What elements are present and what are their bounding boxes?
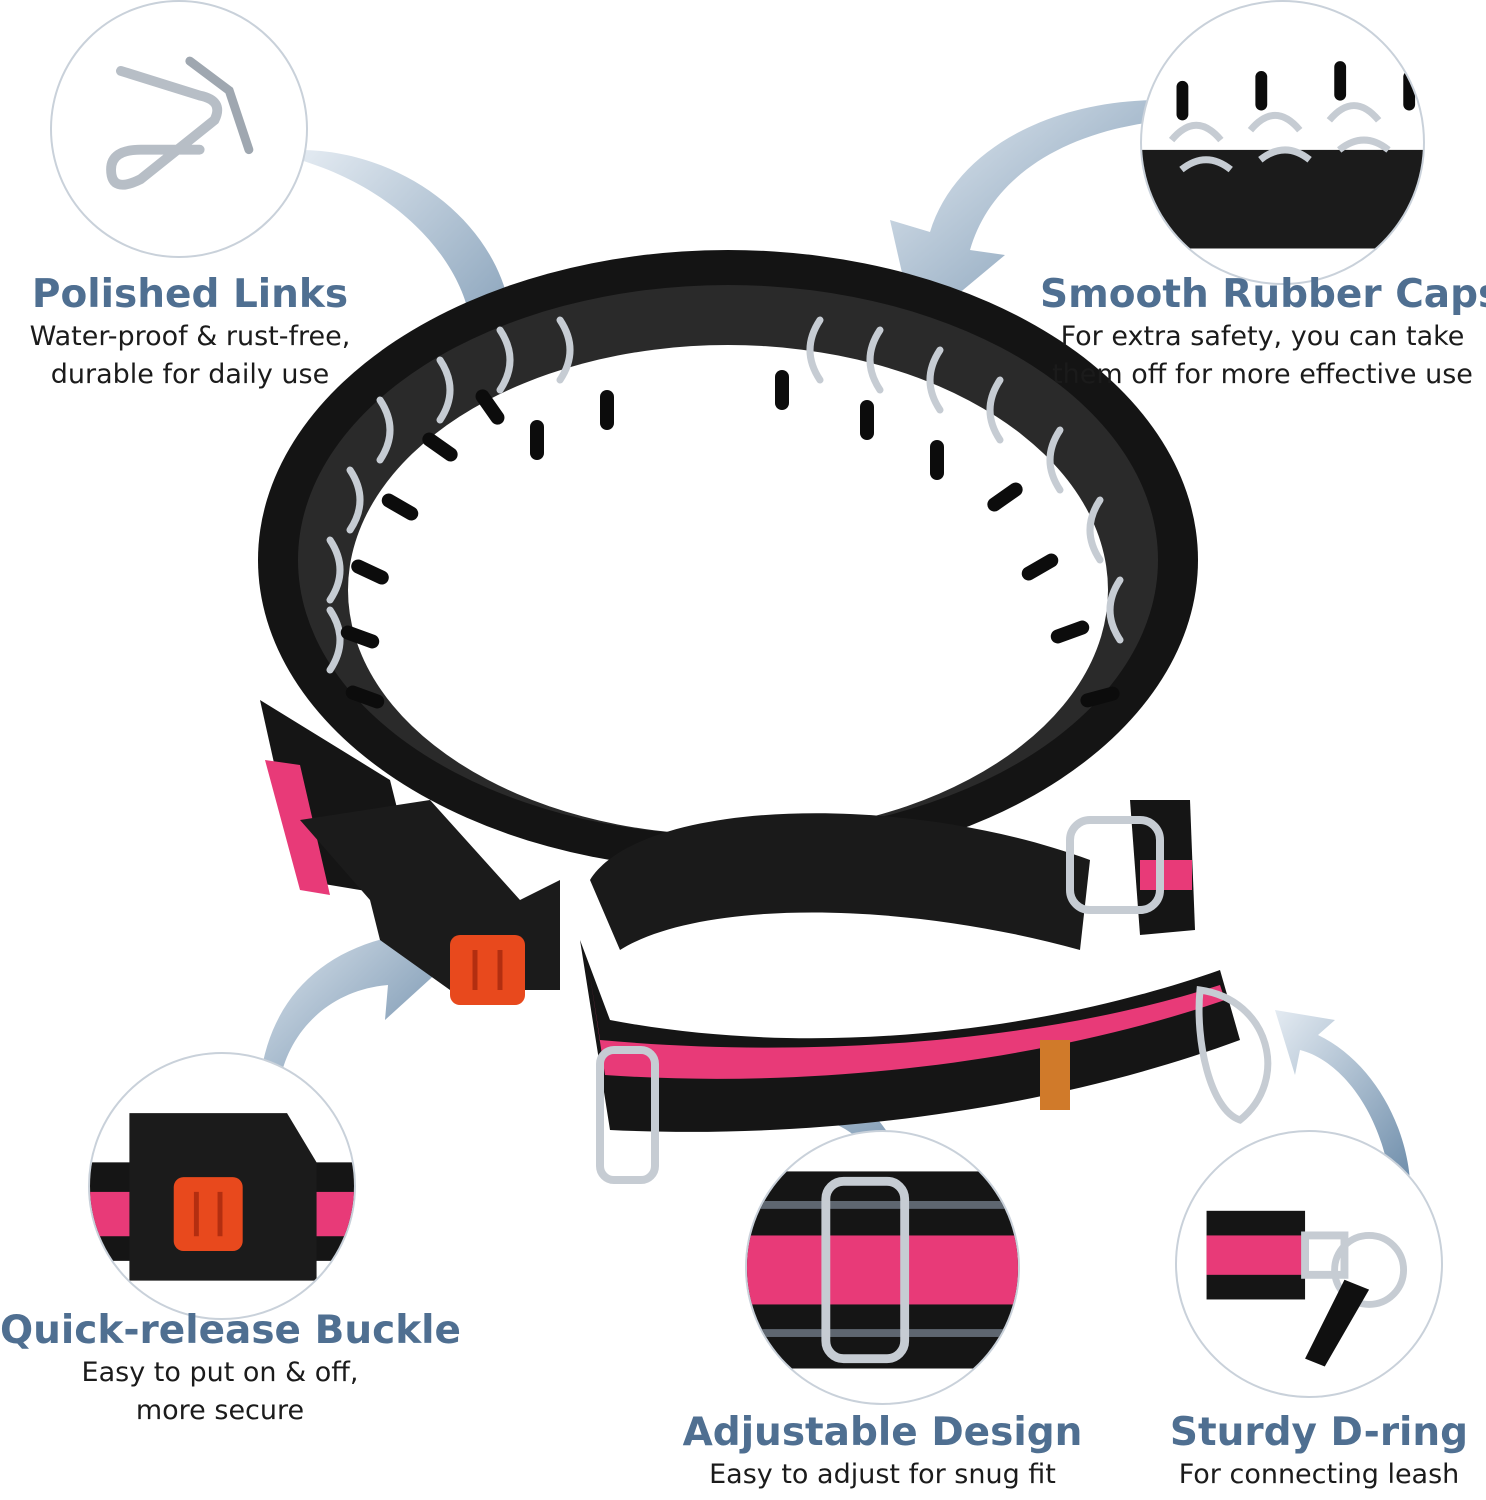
metal-link-icon [106, 56, 254, 190]
brand-tag [1040, 1040, 1070, 1110]
rubber-cap-icon [1142, 61, 1423, 249]
strap-main [580, 940, 1240, 1132]
arrow-d-ring [1275, 1010, 1410, 1180]
inset-d-ring [1175, 1130, 1443, 1398]
feature-desc-line: more secure [135, 1395, 305, 1426]
feature-desc-line: For connecting leash [1178, 1459, 1460, 1490]
martingale-loop [590, 813, 1090, 950]
feature-desc-line: Easy to put on & off, [81, 1357, 359, 1388]
feature-desc-line: For extra safety, you can take [1060, 321, 1465, 352]
inset-buckle [88, 1052, 356, 1320]
feature-title: Smooth Rubber Caps [1040, 272, 1486, 317]
feature-desc-line: them off for more effective use [1052, 359, 1473, 390]
inset-polished-links [50, 0, 308, 258]
feature-title: Sturdy D-ring [1169, 1410, 1469, 1455]
feature-desc-line: Water-proof & rust-free, [29, 321, 351, 352]
rubber-caps [340, 370, 1120, 709]
feature-polished-links: Polished Links Water-proof & rust-free, … [5, 272, 375, 394]
d-ring [1195, 986, 1272, 1124]
arrow-rubber-caps [890, 100, 1170, 330]
feature-title: Quick-release Buckle [0, 1308, 461, 1353]
slider-buckle-icon [747, 1171, 1018, 1369]
inset-rubber-caps [1140, 0, 1425, 285]
feature-buckle: Quick-release Buckle Easy to put on & of… [0, 1308, 461, 1430]
feature-d-ring: Sturdy D-ring For connecting leash [1160, 1410, 1478, 1494]
feature-desc-line: durable for daily use [50, 359, 330, 390]
inset-adjustable [745, 1130, 1020, 1405]
feature-title: Adjustable Design [682, 1410, 1083, 1455]
feature-desc-line: Easy to adjust for snug fit [709, 1459, 1056, 1490]
slider-buckle [596, 1046, 659, 1184]
feature-title: Polished Links [31, 272, 349, 317]
feature-adjustable: Adjustable Design Easy to adjust for snu… [680, 1410, 1085, 1494]
d-ring-icon [1206, 1210, 1408, 1367]
buckle-icon [90, 1113, 354, 1281]
quick-release-buckle [300, 800, 560, 1005]
prong-links [326, 316, 1124, 674]
feature-rubber-caps: Smooth Rubber Caps For extra safety, you… [1040, 272, 1486, 394]
